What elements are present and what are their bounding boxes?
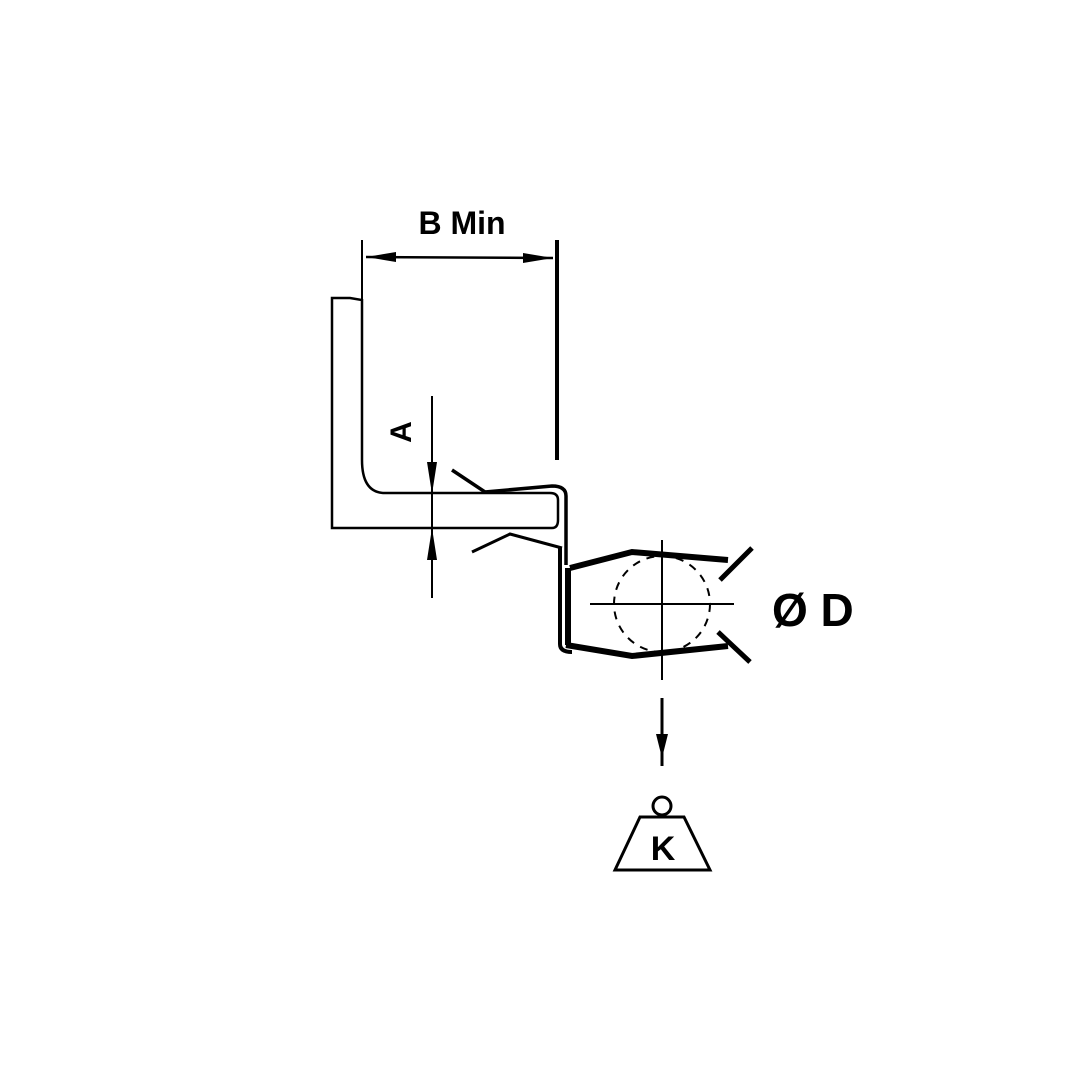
diameter-label: Ø D xyxy=(772,584,854,636)
a-arrow-top xyxy=(427,462,437,494)
weight-label: K xyxy=(651,830,676,868)
jaw-tip-top xyxy=(718,546,754,582)
load-arrow xyxy=(656,698,668,766)
jaw-tip-bottom xyxy=(716,630,752,664)
b-min-arrow-left xyxy=(366,252,396,262)
wall-bracket xyxy=(330,296,560,530)
b-min-dimension-line xyxy=(365,255,554,260)
clip-lower-arm xyxy=(471,532,563,554)
weight-icon: K xyxy=(612,795,713,872)
a-dimension: A xyxy=(385,396,437,598)
load-arrow-head xyxy=(656,734,668,758)
a-arrow-bottom xyxy=(427,528,437,560)
b-min-dimension: B Min xyxy=(361,205,559,460)
spring-clip xyxy=(451,468,573,654)
b-min-arrow-right xyxy=(523,253,553,263)
holder-bottom-jaw xyxy=(565,642,729,660)
clip-back xyxy=(558,548,573,654)
cable-holder xyxy=(565,540,754,680)
a-label: A xyxy=(385,421,418,443)
holder-top-jaw xyxy=(569,548,729,571)
clip-upper-arm xyxy=(451,468,568,565)
bracket-outline xyxy=(330,296,560,530)
weight-body xyxy=(612,815,713,872)
b-min-label: B Min xyxy=(418,205,505,241)
weight-hook xyxy=(651,795,673,817)
